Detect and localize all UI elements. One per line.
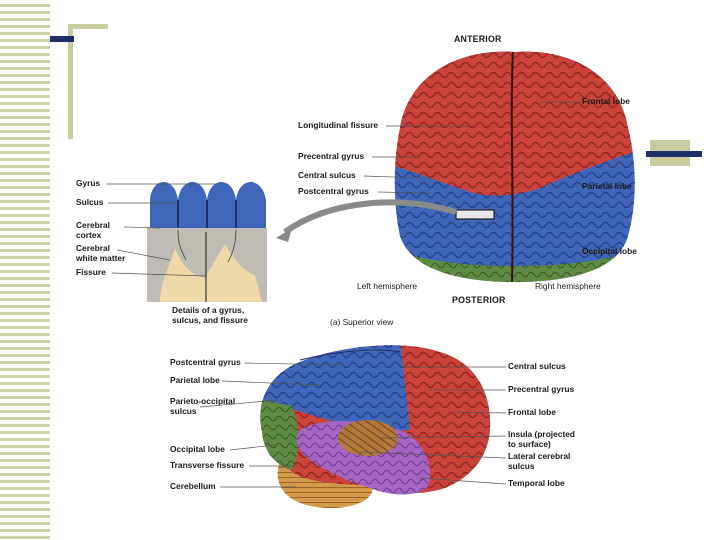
label-central-sulcus-lat: Central sulcus [508, 361, 566, 371]
label-cerebellum: Cerebellum [170, 481, 216, 491]
label-frontal-lobe-lat: Frontal lobe [508, 407, 556, 417]
gyrus-detail-block [147, 182, 267, 302]
detail-callout-arrow [283, 199, 457, 235]
label-frontal-lobe-sup: Frontal lobe [582, 96, 630, 106]
decorative-navy-bar-top [50, 36, 74, 42]
label-occipital-lobe-sup: Occipital lobe [582, 246, 637, 256]
posterior-heading: POSTERIOR [452, 295, 506, 305]
label-parietal-lobe-lat: Parietal lobe [170, 375, 220, 385]
label-postcentral-gyrus-lat: Postcentral gyrus [170, 357, 241, 367]
label-white-matter: Cerebral white matter [76, 243, 126, 263]
label-longitudinal-fissure: Longitudinal fissure [298, 120, 379, 130]
anterior-heading: ANTERIOR [454, 34, 502, 44]
detail-caption: Details of a gyrus, sulcus, and fissure [172, 305, 248, 325]
decorative-stripe-bar [0, 0, 50, 540]
label-parietal-lobe-sup: Parietal lobe [582, 181, 632, 191]
right-hemisphere-label: Right hemisphere [535, 281, 601, 291]
label-precentral-gyrus-sup: Precentral gyrus [298, 151, 365, 161]
decorative-navy-bar-right [646, 151, 702, 157]
longitudinal-fissure-line [510, 51, 514, 282]
decorative-bracket-top [68, 24, 108, 29]
label-postcentral-gyrus-sup: Postcentral gyrus [298, 186, 369, 196]
label-parieto-occipital-sulcus: Parieto-occipital sulcus [170, 396, 236, 416]
label-central-sulcus-sup: Central sulcus [298, 170, 356, 180]
decorative-bracket-side [68, 24, 73, 139]
label-insula: Insula (projected to surface) [508, 429, 576, 449]
label-precentral-gyrus-lat: Precentral gyrus [508, 384, 575, 394]
label-fissure: Fissure [76, 267, 106, 277]
lateral-brain [260, 345, 491, 508]
label-lateral-sulcus: Lateral cerebral sulcus [508, 451, 571, 471]
label-gyrus: Gyrus [76, 178, 101, 188]
detail-callout-box [455, 209, 495, 220]
left-hemisphere-label: Left hemisphere [357, 281, 418, 291]
superior-view-caption: (a) Superior view [330, 317, 394, 327]
label-sulcus: Sulcus [76, 197, 104, 207]
label-occipital-lobe-lat: Occipital lobe [170, 444, 225, 454]
label-temporal-lobe: Temporal lobe [508, 478, 565, 488]
white-matter [160, 245, 262, 302]
label-transverse-fissure: Transverse fissure [170, 460, 245, 470]
label-cerebral-cortex: Cerebral cortex [76, 220, 110, 240]
